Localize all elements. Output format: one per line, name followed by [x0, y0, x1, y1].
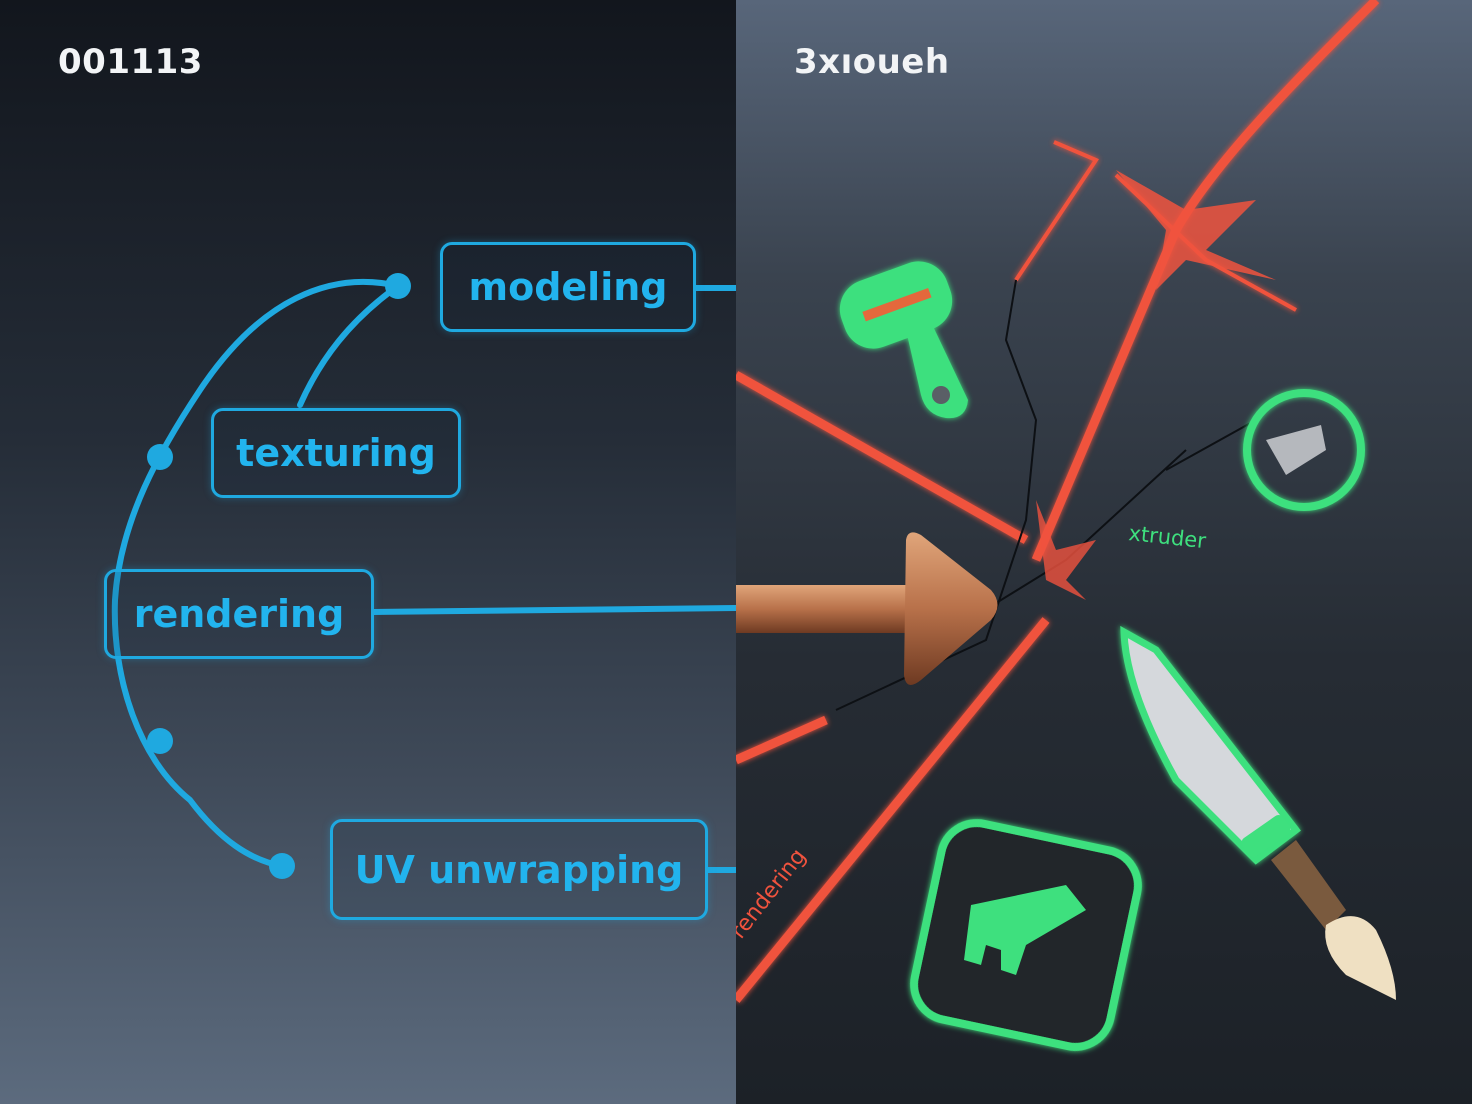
extruder-label: xtruder: [1127, 521, 1207, 553]
red-line: [1014, 140, 1099, 282]
right-title: 3xıoueh: [794, 42, 950, 82]
red-line: [736, 371, 1029, 544]
rendering-label: rendering: [736, 844, 811, 943]
node-texturing[interactable]: texturing: [211, 408, 461, 498]
red-arc: [1172, 0, 1380, 233]
knife-icon: [1120, 625, 1301, 865]
node-dot: [147, 728, 173, 754]
scene: xtruder rendering: [736, 0, 1396, 1051]
right-panel: 3xıoueh: [736, 0, 1472, 1104]
copper-arrow-icon: [736, 532, 998, 685]
eraser-circle-icon: [1243, 389, 1365, 511]
left-title: 001113: [58, 42, 203, 82]
connector-texturing: [297, 283, 401, 408]
house-tile-icon: [910, 819, 1142, 1051]
node-connectors: [111, 273, 736, 879]
node-modeling[interactable]: modeling: [440, 242, 696, 332]
connector-outer: [111, 278, 401, 869]
node-rendering[interactable]: rendering: [104, 569, 374, 659]
node-uv-unwrapping[interactable]: UV unwrapping: [330, 819, 708, 920]
cracks: [835, 279, 1257, 711]
red-line: [1031, 228, 1181, 562]
red-star: [1116, 170, 1276, 290]
connector-rendering-out: [371, 605, 736, 615]
node-dot: [269, 853, 295, 879]
paintbrush-icon: [1271, 840, 1396, 1000]
node-dot: [147, 444, 173, 470]
red-line: [736, 715, 828, 765]
left-panel: 001113 modeling texturing rendering UV u…: [0, 0, 736, 1104]
node-dot: [385, 273, 411, 299]
red-lines: [736, 0, 1380, 1003]
red-line: [736, 617, 1050, 1003]
